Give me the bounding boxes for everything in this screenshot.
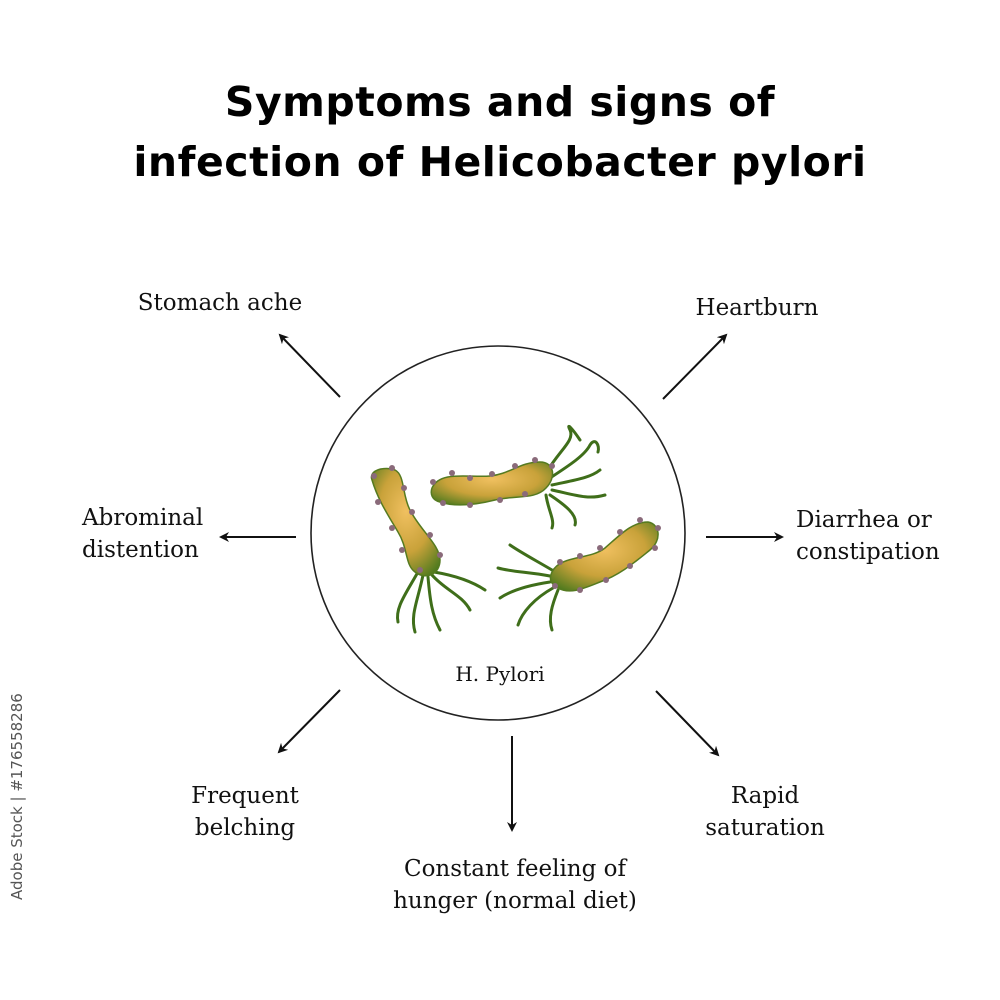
symptom-saturation-line-1: Rapid: [730, 783, 800, 809]
bacterium-left: [370, 465, 487, 634]
title-line-2: infection of Helicobacter pylori: [133, 138, 867, 186]
title-line-1: Symptoms and signs of: [224, 78, 776, 126]
diagram-title: Symptoms and signs of infection of Helic…: [0, 72, 1000, 192]
symptom-hunger-line-1: Constant feeling of: [403, 856, 627, 882]
symptom-belching-line-2: belching: [194, 815, 296, 841]
symptom-stomach-ache-line-1: Stomach ache: [137, 290, 303, 316]
stock-credit-text: Adobe Stock | #176558286: [8, 693, 26, 900]
arrow-stomach-ache: [278, 333, 341, 398]
bacterium-right: [496, 517, 661, 632]
h-pylori-circle: [310, 345, 686, 721]
symptom-diarrhea-line-2: constipation: [796, 539, 940, 565]
symptom-saturation-line-2: saturation: [705, 815, 825, 841]
arrow-saturation: [655, 690, 720, 757]
h-pylori-label: H. Pylori: [455, 662, 545, 686]
symptom-constant-hunger: Constant feeling of hunger (normal diet): [380, 853, 650, 917]
bacterium-top: [430, 424, 607, 530]
arrow-heartburn: [662, 333, 728, 400]
symptom-abdominal-distention-line-1: Abrominal: [82, 505, 204, 531]
symptom-heartburn: Heartburn: [657, 292, 857, 324]
symptom-diarrhea-or-constipation: Diarrhea or constipation: [796, 504, 940, 568]
symptom-hunger-line-2: hunger (normal diet): [393, 888, 637, 914]
h-pylori-bacteria-illustration: [370, 424, 661, 634]
symptom-diarrhea-line-1: Diarrhea or: [796, 507, 932, 533]
symptom-belching-line-1: Frequent: [191, 783, 299, 809]
symptom-abdominal-distention-line-2: distention: [82, 537, 199, 563]
symptom-frequent-belching: Frequent belching: [145, 780, 345, 844]
symptom-rapid-saturation: Rapid saturation: [665, 780, 865, 844]
symptom-heartburn-line-1: Heartburn: [695, 295, 819, 321]
symptom-stomach-ache: Stomach ache: [120, 287, 320, 319]
arrow-belching: [277, 689, 341, 754]
symptom-abdominal-distention: Abrominal distention: [82, 502, 203, 566]
